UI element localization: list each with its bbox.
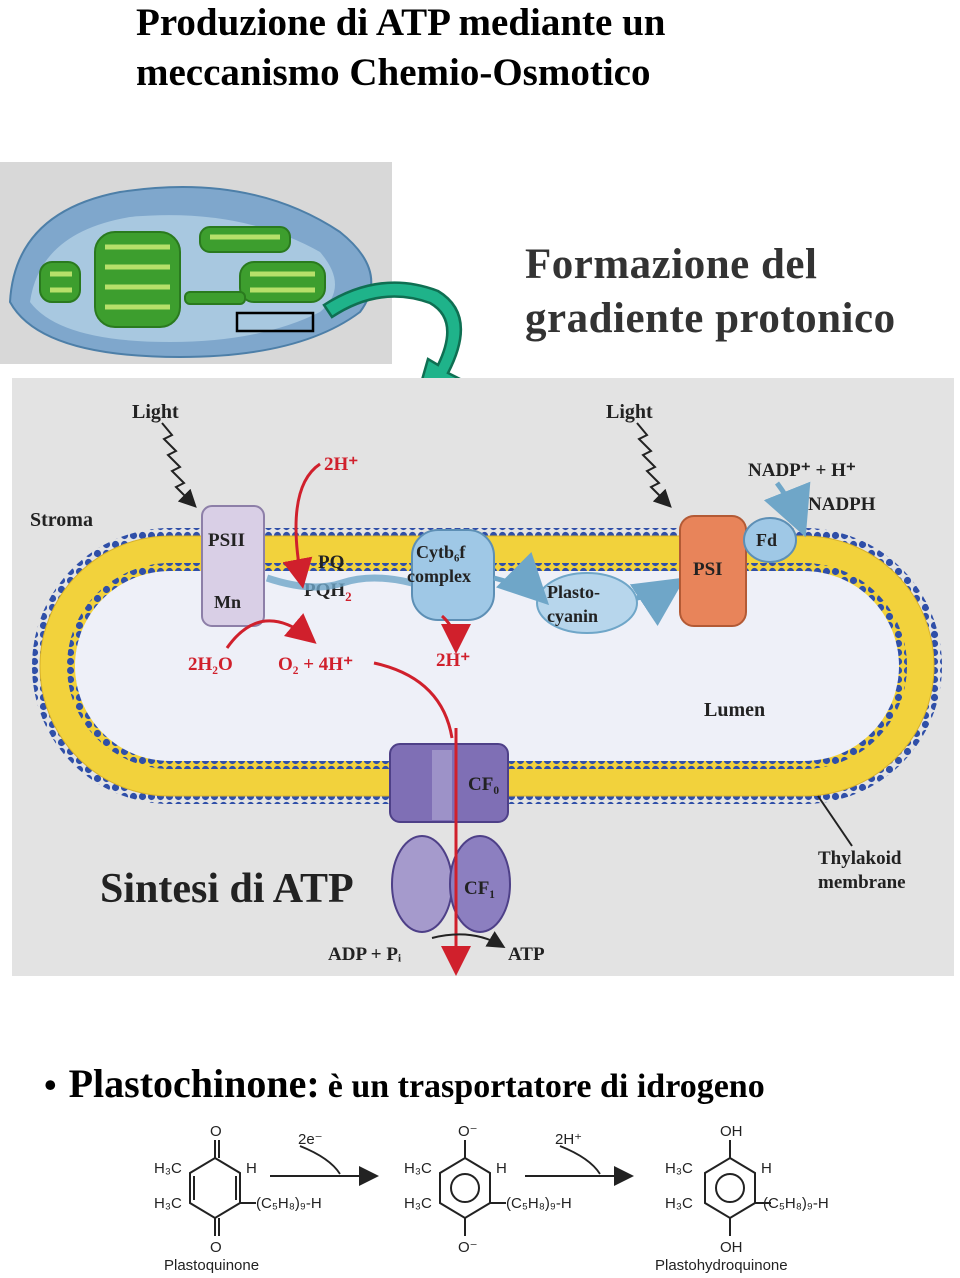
ring1-h3c-bottom: H₃C <box>154 1195 182 1212</box>
step1-label: 2e⁻ <box>298 1131 323 1148</box>
cfo-label: CF₀ <box>468 774 499 795</box>
adp-label: ADP + Pᵢ <box>328 944 402 965</box>
proton-top-label: 2H⁺ <box>324 454 358 475</box>
cyt-label-2: complex <box>407 566 471 586</box>
h2o-label: 2H₂O <box>188 654 233 675</box>
title-line-2: meccanismo Chemio-Osmotico <box>136 51 651 94</box>
thylakoid-diagram: Light Light Stroma Lumen PSII Mn PQ PQH2… <box>12 378 954 976</box>
proton-lumen-label: 2H⁺ <box>436 650 470 671</box>
subtitle: Formazione del gradiente protonico <box>525 238 896 346</box>
stroma-label: Stroma <box>30 509 93 531</box>
ring3-h: H <box>761 1160 772 1177</box>
light-label-left: Light <box>132 401 179 423</box>
ring2-h3c-bottom: H₃C <box>404 1195 432 1212</box>
bullet-dot-icon: • <box>44 1065 57 1105</box>
atp-label: ATP <box>508 944 545 965</box>
subtitle-line-1: Formazione del <box>525 241 818 288</box>
ring2-h3c-top: H₃C <box>404 1160 432 1177</box>
mn-label: Mn <box>214 592 241 612</box>
ring3-oh-bottom: OH <box>720 1239 743 1256</box>
bullet-text: è un trasportatore di idrogeno <box>327 1068 765 1105</box>
step2-label: 2H⁺ <box>555 1131 582 1148</box>
plastoquinone-name: Plastoquinone <box>164 1257 259 1274</box>
thylakoid-label-2: membrane <box>818 872 906 893</box>
ring2-h: H <box>496 1160 507 1177</box>
atp-synthase-cf1 <box>391 835 453 933</box>
ring1-h3c-top: H₃C <box>154 1160 182 1177</box>
light-label-right: Light <box>606 401 653 423</box>
o2-label: O₂ + 4H⁺ <box>278 654 353 675</box>
nadp-label: NADP⁺ + H⁺ <box>748 460 856 481</box>
nadph-label: NADPH <box>808 494 876 515</box>
ring1-o-bottom: O <box>210 1239 222 1256</box>
plastoquinone-reaction-scheme: 2e⁻ 2H⁺ O O H₃C H₃C H (C₅H₈)₉-H O⁻ O⁻ H₃… <box>154 1123 829 1274</box>
ring3-h3c-bottom: H₃C <box>665 1195 693 1212</box>
ring3-h3c-top: H₃C <box>665 1160 693 1177</box>
psii-label: PSII <box>208 530 245 551</box>
bullet-term: Plastochinone: <box>68 1061 320 1106</box>
cf1-label: CF₁ <box>464 878 495 899</box>
psi-complex <box>679 515 747 627</box>
pq-label: PQ <box>318 552 344 573</box>
ring1-o-top: O <box>210 1123 222 1140</box>
plastoquinone-bullet: • Plastochinone:è un trasportatore di idr… <box>44 1060 765 1107</box>
plasto-label-1: Plasto- <box>547 582 600 602</box>
ring3-oh-top: OH <box>720 1123 743 1140</box>
atp-synthesis-callout: Sintesi di ATP <box>100 866 354 912</box>
ring2-o-minus-bottom: O⁻ <box>458 1239 478 1256</box>
cyt-label-1: Cytb₆f <box>416 542 466 562</box>
plastohydroquinone-name: Plastohydroquinone <box>655 1257 788 1274</box>
ring2-o-minus-top: O⁻ <box>458 1123 478 1140</box>
lumen-label: Lumen <box>704 699 765 721</box>
psii-complex <box>201 505 265 627</box>
ring1-h: H <box>246 1160 257 1177</box>
ring1-chain: (C₅H₈)₉-H <box>256 1195 322 1212</box>
chloroplast-inset <box>0 162 392 364</box>
cytb6f-complex <box>411 529 495 621</box>
slide-title: Produzione di ATP mediante un meccanismo… <box>136 0 665 98</box>
callout-arrow <box>322 281 463 404</box>
subtitle-line-2: gradiente protonico <box>525 295 896 342</box>
plasto-label-2: cyanin <box>547 606 598 626</box>
ring3-chain: (C₅H₈)₉-H <box>763 1195 829 1212</box>
ring2-chain: (C₅H₈)₉-H <box>506 1195 572 1212</box>
fd-label: Fd <box>756 530 777 550</box>
title-line-1: Produzione di ATP mediante un <box>136 1 666 44</box>
psi-label: PSI <box>693 559 723 580</box>
thylakoid-label-1: Thylakoid <box>818 848 902 869</box>
